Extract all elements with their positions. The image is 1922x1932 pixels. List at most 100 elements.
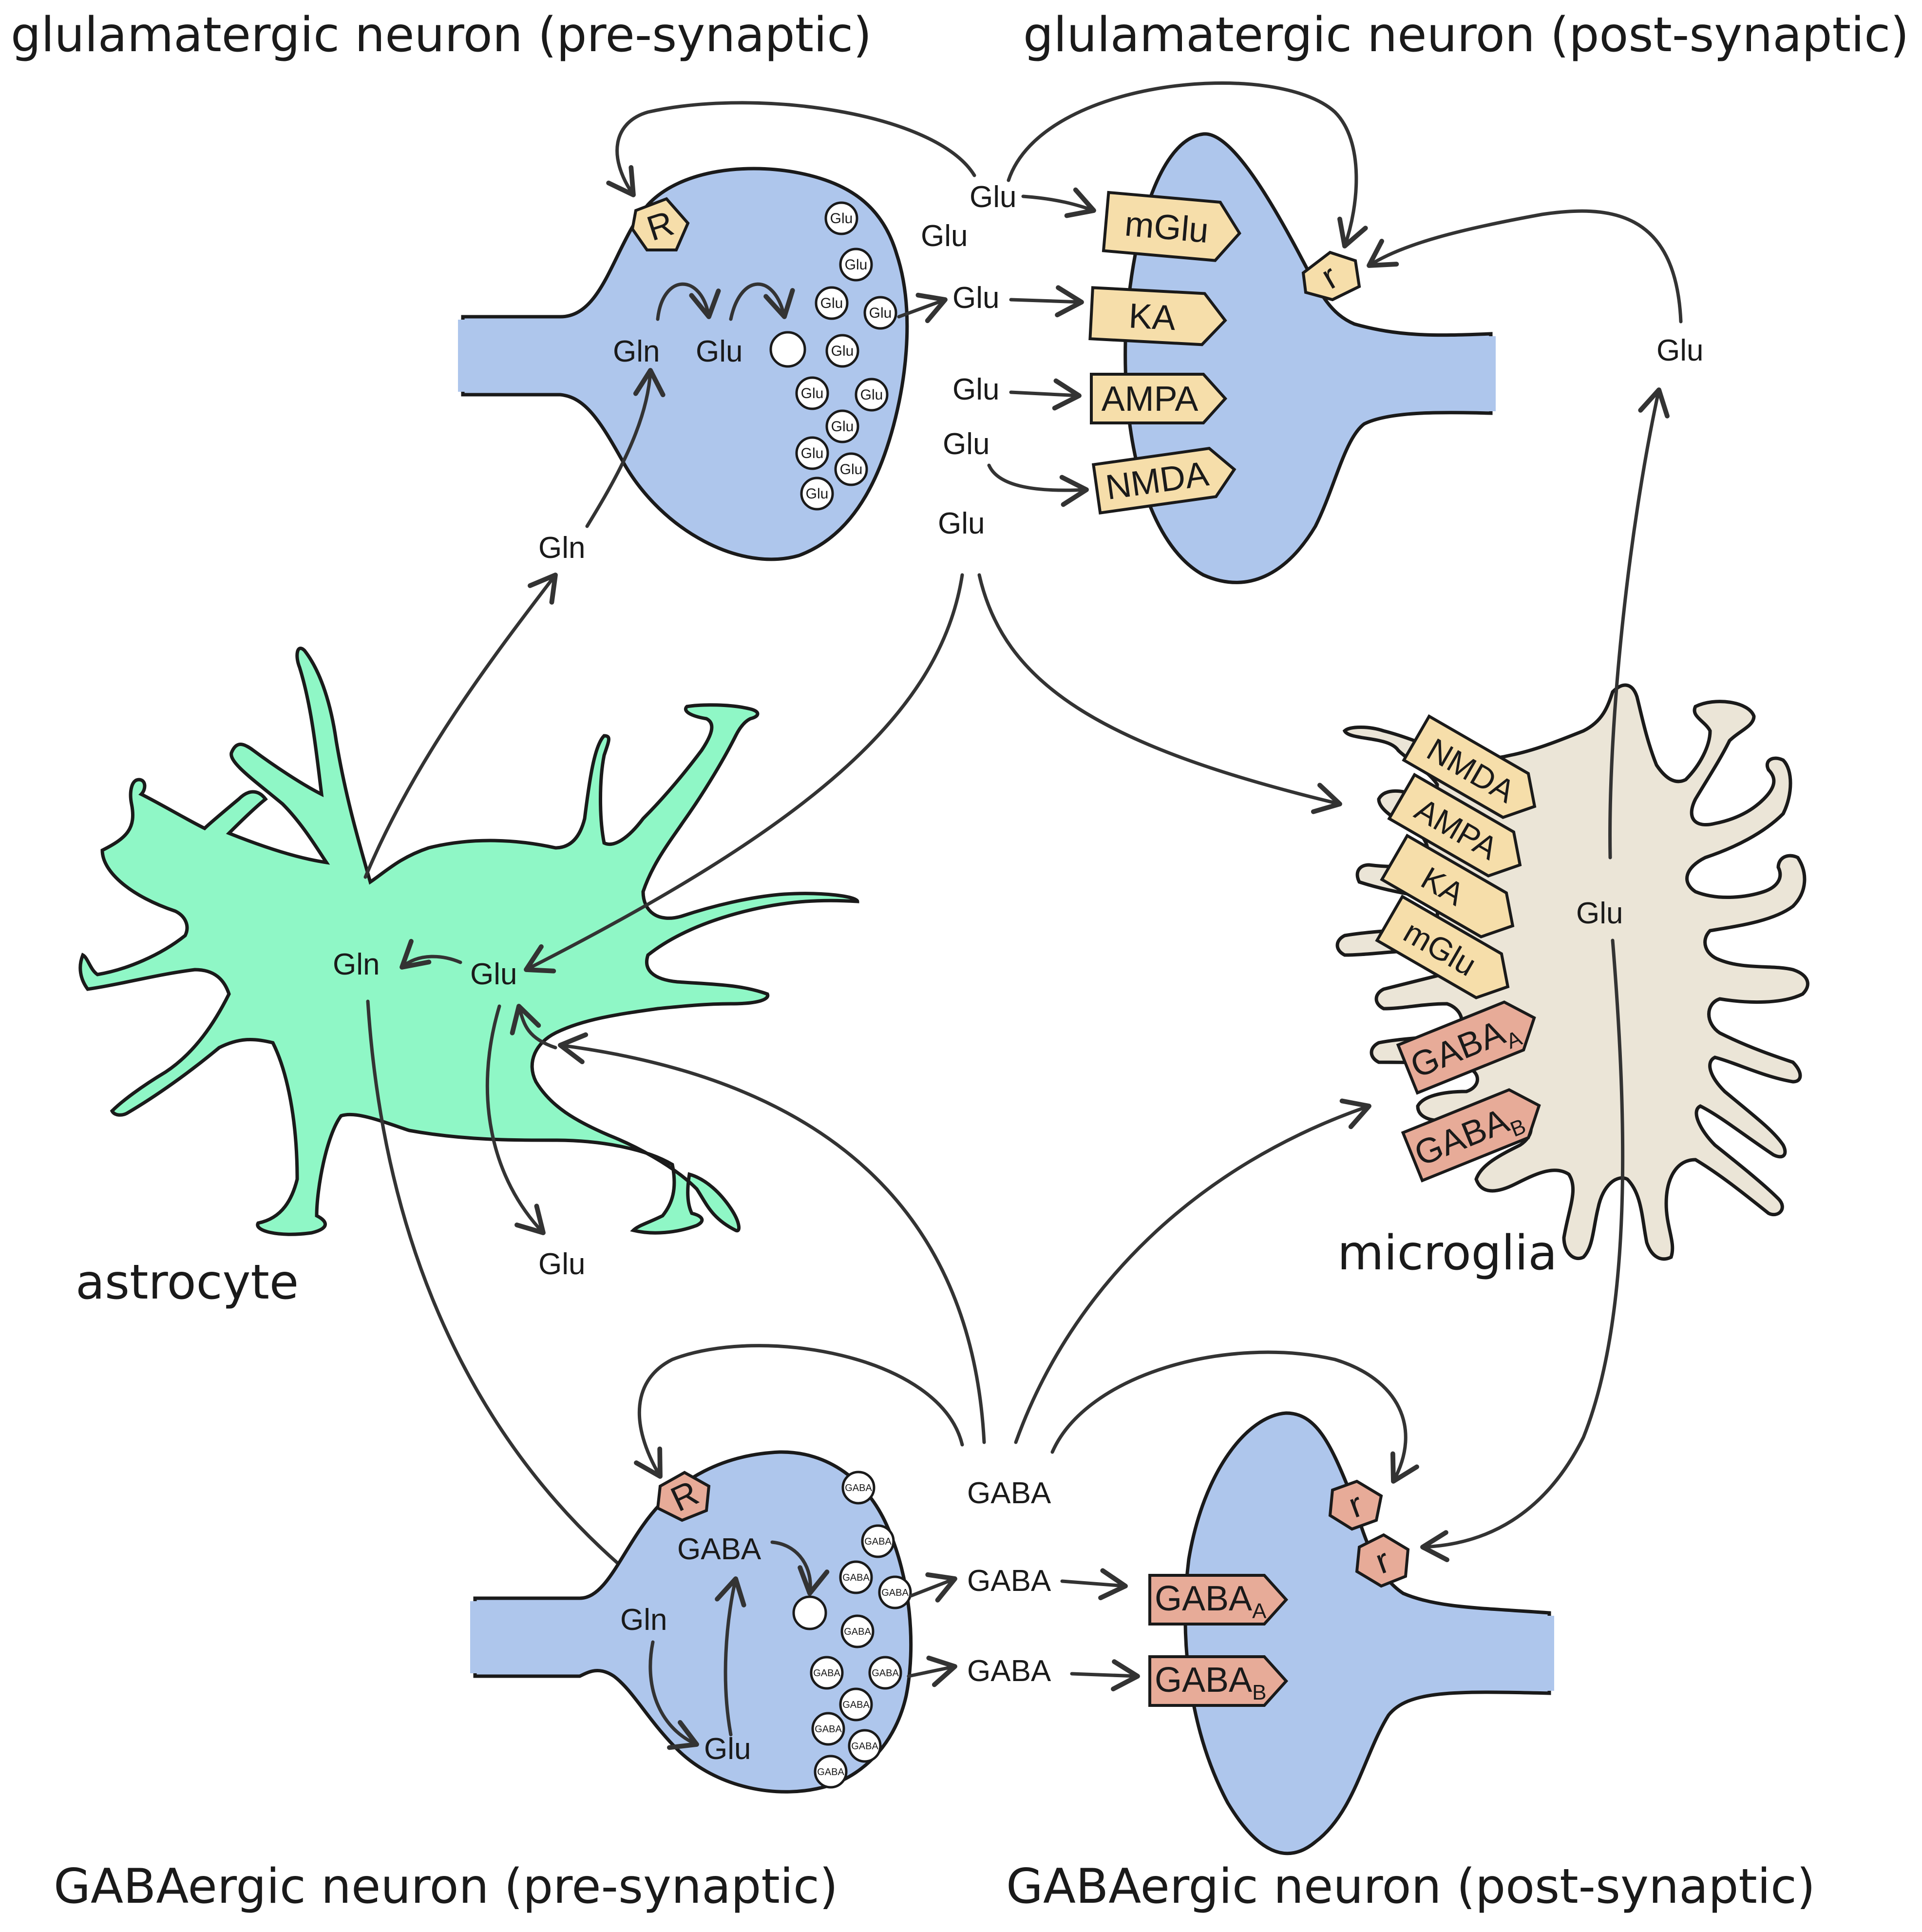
arrow-gln-to-glu-gaba xyxy=(648,1640,699,1750)
svg-text:GABAB: GABAB xyxy=(1155,1661,1266,1704)
arrow-astro-gln-to-glu-pre xyxy=(363,573,558,879)
glu-pre-glu-label: Glu xyxy=(696,335,742,368)
svg-text:GABA: GABA xyxy=(815,1724,842,1735)
title-glu-pre: glulamatergic neuron (pre-synaptic) xyxy=(11,7,872,63)
arrow-glu-to-vesicle xyxy=(729,282,795,321)
svg-text:mGlu: mGlu xyxy=(1123,204,1210,250)
arrow-gln-into-glu-pre xyxy=(585,368,666,528)
vesicle: GABA xyxy=(811,1712,845,1746)
cleft-glu-label: Glu xyxy=(938,507,985,540)
svg-text:GABA: GABA xyxy=(851,1741,878,1752)
vesicle: GABA xyxy=(841,1471,875,1505)
receptor-ka: KA xyxy=(1088,286,1227,346)
label-microglia: microglia xyxy=(1337,1225,1557,1281)
vesicle: GABA xyxy=(814,1755,848,1789)
arrow-glu-to-ka xyxy=(1009,285,1084,318)
title-gaba-pre: GABAergic neuron (pre-synaptic) xyxy=(54,1859,838,1914)
glu-post-autoreceptor: r xyxy=(1301,250,1361,302)
arrow-astro-glu-release xyxy=(485,1004,546,1235)
arrow-glu-to-ampa xyxy=(1009,378,1082,411)
astrocyte-glu-label: Glu xyxy=(470,957,517,991)
svg-text:GABA: GABA xyxy=(844,1626,871,1637)
gln-transport-label: Gln xyxy=(538,531,585,565)
arrow-glu-to-post-r xyxy=(1367,209,1683,324)
svg-text:GABA: GABA xyxy=(864,1536,892,1547)
arrow-astro-to-glu-loop xyxy=(510,1004,557,1050)
glu-pre-body xyxy=(461,167,909,561)
receptor-nmda: NMDA xyxy=(1091,447,1237,515)
vesicle: Glu xyxy=(795,436,829,470)
cleft-glu-label: Glu xyxy=(943,427,990,461)
gaba-pre-gaba-label: GABA xyxy=(677,1532,761,1566)
arrow-glu-to-pre-autoreceptor xyxy=(606,101,976,197)
title-glu-post: glulamatergic neuron (post-synaptic) xyxy=(1023,7,1909,63)
gaba-post-autoreceptor: r xyxy=(1328,1479,1383,1531)
svg-text:Glu: Glu xyxy=(860,387,883,403)
microglia-receptor-gaba-b: GABAB xyxy=(1401,1088,1541,1183)
arrow-gaba-to-gaba-b xyxy=(1070,1659,1140,1692)
svg-text:GABA: GABA xyxy=(845,1483,872,1493)
vesicle: Glu xyxy=(825,409,859,443)
astrocyte-body xyxy=(78,646,859,1236)
astrocyte-gln-label: Gln xyxy=(333,948,380,981)
glu-vesicles: Glu Glu Glu Glu Glu Glu Glu Glu Glu Glu … xyxy=(769,201,897,511)
arrow-gaba-to-post-autoreceptor xyxy=(1050,1350,1419,1484)
vesicle: GABA xyxy=(840,1614,875,1648)
svg-text:GABA: GABA xyxy=(842,1572,870,1583)
vesicle: Glu xyxy=(825,334,859,368)
vesicle: GABA xyxy=(839,1687,873,1722)
svg-text:Glu: Glu xyxy=(801,385,824,402)
cleft-glu-label: Glu xyxy=(952,281,999,315)
vesicle: GABA xyxy=(848,1729,882,1763)
arrow-gaba-to-pre-autoreceptor xyxy=(634,1344,964,1479)
svg-text:Glu: Glu xyxy=(801,445,824,461)
svg-text:GABA: GABA xyxy=(813,1668,840,1679)
svg-text:Glu: Glu xyxy=(840,461,863,478)
receptor-ampa: AMPA xyxy=(1090,373,1228,424)
svg-text:GABA: GABA xyxy=(817,1767,844,1778)
vesicle: GABA xyxy=(839,1560,873,1594)
arrow-release-glu xyxy=(897,292,948,324)
glu-pre-gln-label: Gln xyxy=(613,335,660,368)
arrow-glu-to-post-autoreceptor xyxy=(1007,81,1368,249)
vesicle: Glu xyxy=(863,296,897,330)
receptor-mglu: mGlu xyxy=(1102,191,1241,262)
gaba-vesicles: GABA GABA GABA GABA GABA GABA GABA GABA … xyxy=(792,1471,912,1789)
arrow-gaba-to-astrocyte xyxy=(558,1032,986,1444)
microglia-glu-label: Glu xyxy=(1576,897,1623,930)
cleft-gaba-label: GABA xyxy=(967,1654,1051,1688)
svg-text:Glu: Glu xyxy=(831,343,854,359)
empty-vesicle xyxy=(769,331,806,368)
arrow-microglia-glu-to-post xyxy=(1608,387,1670,860)
glu-to-post-r-label: Glu xyxy=(1656,334,1703,367)
vesicle: GABA xyxy=(868,1656,902,1690)
microglia-cell xyxy=(1335,683,1809,1261)
arrow-release-gaba xyxy=(907,1655,957,1687)
gaba-post-body xyxy=(1183,1411,1551,1855)
svg-text:KA: KA xyxy=(1128,296,1177,338)
astrocyte-glu-out-label: Glu xyxy=(538,1247,585,1281)
microglia-body xyxy=(1335,683,1809,1261)
cleft-glu-label: Glu xyxy=(952,373,999,406)
arrow-microglia-glu-to-gaba-post xyxy=(1420,938,1625,1562)
svg-text:GABA: GABA xyxy=(872,1668,899,1679)
cleft-gaba-label: GABA xyxy=(967,1564,1051,1598)
receptor-gaba-a: GABAA xyxy=(1148,1574,1289,1626)
cleft-glu-label: Glu xyxy=(921,219,968,253)
arrow-glu-to-mglu xyxy=(1021,187,1096,218)
arrow-astro-gln-to-gaba-pre xyxy=(366,999,650,1591)
gaba-pre-autoreceptor: R xyxy=(656,1471,711,1522)
vesicle: GABA xyxy=(878,1575,912,1609)
svg-text:GABA: GABA xyxy=(881,1588,909,1598)
arrow-cleft-glu-to-astrocyte xyxy=(524,573,964,974)
arrow-gaba-to-microglia xyxy=(1014,1098,1371,1444)
vesicle: Glu xyxy=(839,248,873,282)
vesicle: Glu xyxy=(855,378,889,412)
microglia-receptor-ka: KA xyxy=(1380,833,1515,938)
receptor-gaba-b: GABAB xyxy=(1148,1655,1289,1707)
svg-text:Glu: Glu xyxy=(845,257,868,273)
svg-text:Glu: Glu xyxy=(869,305,892,321)
empty-vesicle xyxy=(792,1595,827,1630)
